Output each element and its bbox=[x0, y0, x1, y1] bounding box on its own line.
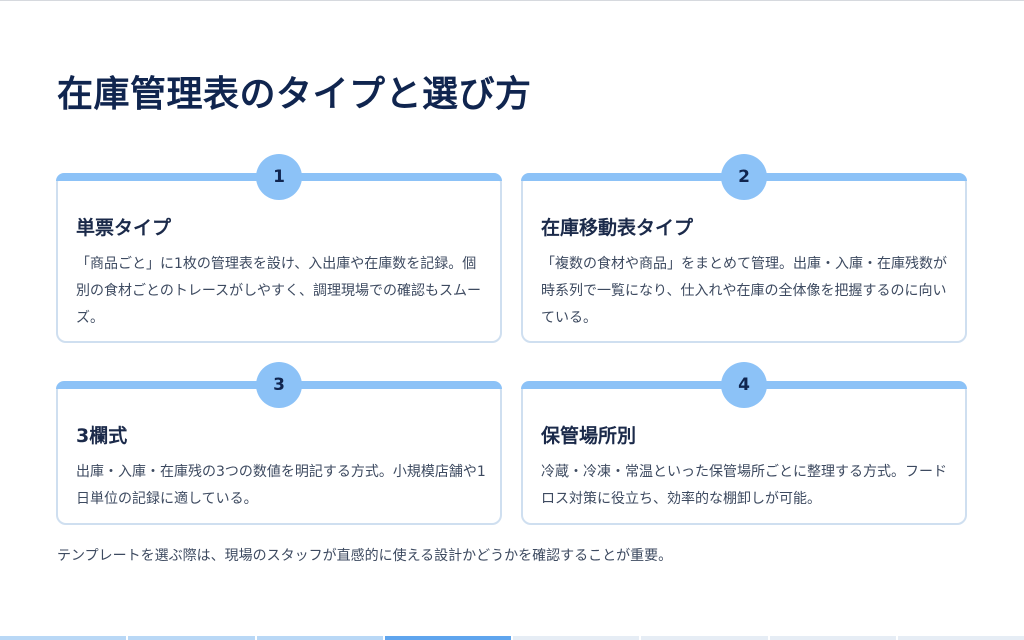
slide-progress-bar[interactable] bbox=[0, 636, 1024, 640]
card-stock-movement: 2 在庫移動表タイプ 「複数の食材や商品」をまとめて管理。出庫・入庫・在庫残数が… bbox=[521, 154, 967, 343]
top-divider bbox=[0, 0, 1024, 1]
card-description: 出庫・入庫・在庫残の3つの数値を明記する方式。小規模店舗や1日単位の記録に適して… bbox=[76, 464, 486, 507]
card-number-badge: 3 bbox=[256, 362, 302, 408]
progress-segment[interactable] bbox=[897, 636, 1024, 640]
card-title: 在庫移動表タイプ bbox=[541, 217, 694, 239]
progress-segment[interactable] bbox=[513, 636, 640, 640]
slide-title: 在庫管理表のタイプと選び方 bbox=[57, 74, 532, 115]
card-title: 3欄式 bbox=[76, 425, 128, 447]
progress-segment[interactable] bbox=[769, 636, 896, 640]
progress-segment[interactable] bbox=[641, 636, 768, 640]
progress-segment[interactable] bbox=[128, 636, 255, 640]
card-by-storage-location: 4 保管場所別 冷蔵・冷凍・常温といった保管場所ごとに整理する方式。フードロス対… bbox=[521, 362, 967, 525]
card-title: 保管場所別 bbox=[541, 425, 637, 447]
card-number-badge: 4 bbox=[721, 362, 767, 408]
card-single-sheet: 1 単票タイプ 「商品ごと」に1枚の管理表を設け、入出庫や在庫数を記録。個別の食… bbox=[56, 154, 502, 343]
card-three-column: 3 3欄式 出庫・入庫・在庫残の3つの数値を明記する方式。小規模店舗や1日単位の… bbox=[56, 362, 502, 525]
card-description: 冷蔵・冷凍・常温といった保管場所ごとに整理する方式。フードロス対策に役立ち、効率… bbox=[541, 464, 947, 507]
card-number-badge: 2 bbox=[721, 154, 767, 200]
progress-segment[interactable] bbox=[0, 636, 127, 640]
card-title: 単票タイプ bbox=[76, 217, 172, 239]
card-number-badge: 1 bbox=[256, 154, 302, 200]
progress-segment[interactable] bbox=[384, 636, 511, 640]
footer-note: テンプレートを選ぶ際は、現場のスタッフが直感的に使える設計かどうかを確認すること… bbox=[57, 548, 673, 564]
card-description: 「商品ごと」に1枚の管理表を設け、入出庫や在庫数を記録。個別の食材ごとのトレース… bbox=[76, 256, 482, 326]
card-description: 「複数の食材や商品」をまとめて管理。出庫・入庫・在庫残数が時系列で一覧になり、仕… bbox=[541, 256, 947, 326]
progress-segment[interactable] bbox=[256, 636, 383, 640]
